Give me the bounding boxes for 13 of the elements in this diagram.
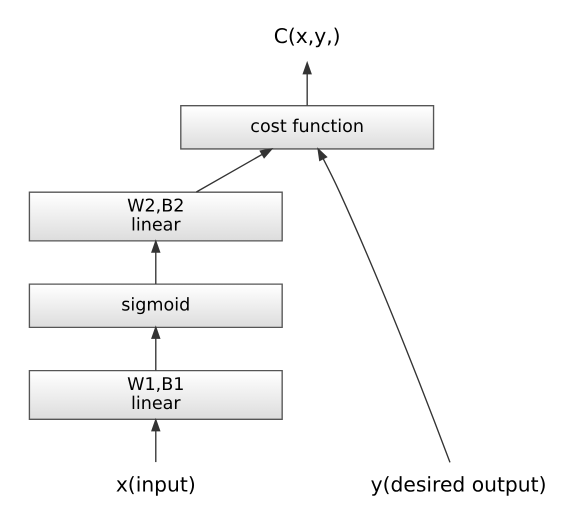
node-box: W1,B1 linear — [28, 370, 283, 420]
arrow — [151, 418, 161, 462]
arrow — [151, 239, 161, 284]
arrow — [302, 60, 312, 106]
node-text: C(x,y,) — [274, 24, 341, 48]
node-text: y(desired output) — [370, 472, 546, 497]
arrow — [196, 148, 274, 193]
node-box: sigmoid — [28, 283, 283, 328]
node-text: x(input) — [116, 472, 196, 497]
node-box: W2,B2 linear — [28, 192, 283, 242]
arrow — [151, 325, 161, 370]
node-box: cost function — [180, 105, 434, 150]
arrow — [317, 147, 451, 463]
